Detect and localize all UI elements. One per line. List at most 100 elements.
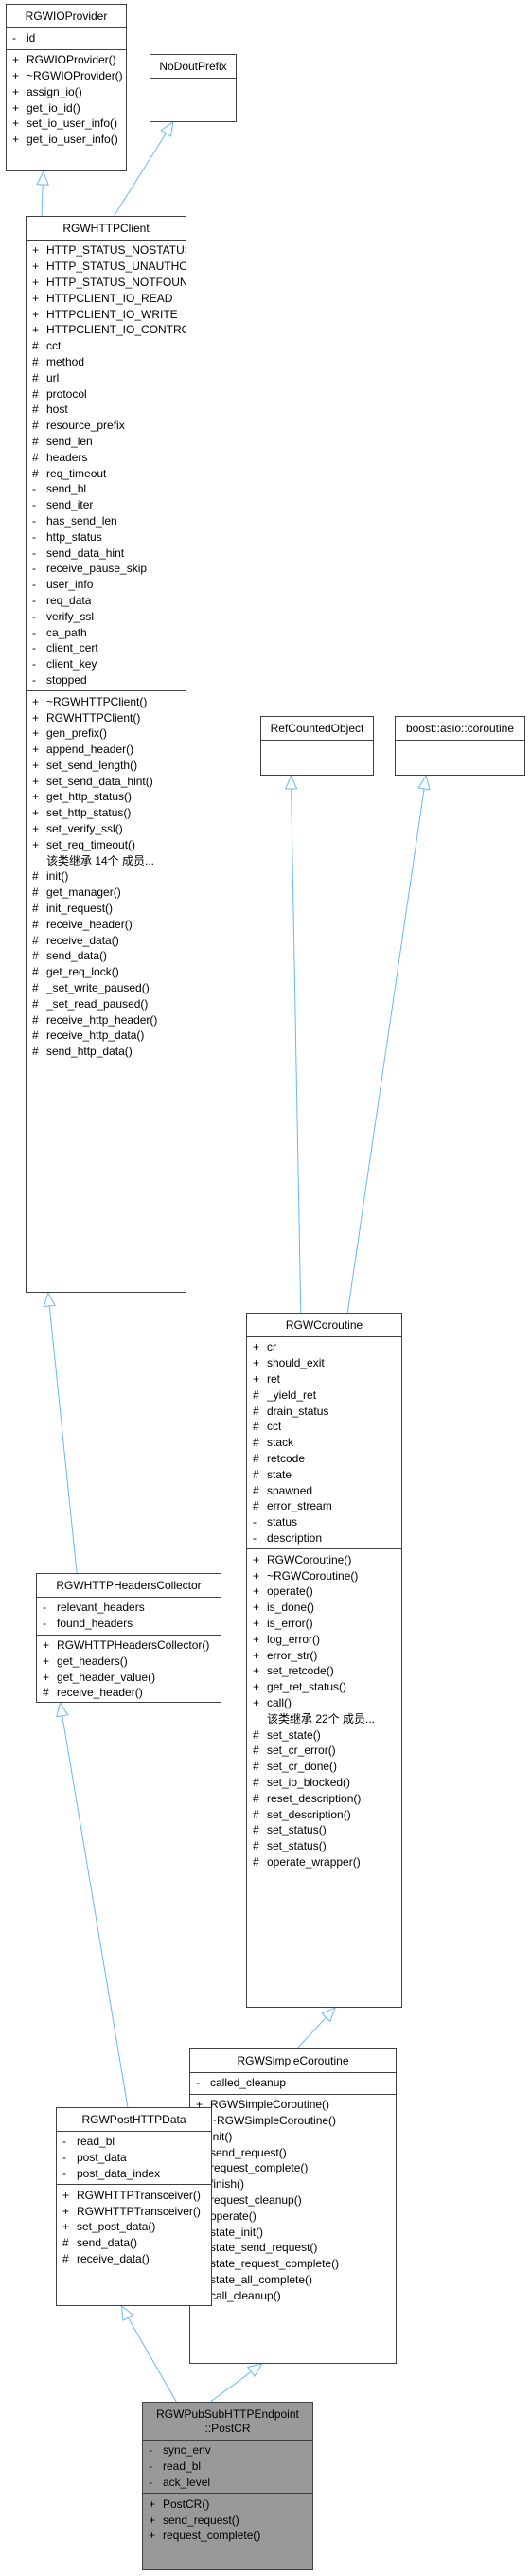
- method-row[interactable]: +set_io_user_info(): [7, 116, 126, 132]
- method-row[interactable]: #set_cr_error(): [247, 1743, 401, 1759]
- method-row[interactable]: +RGWSimpleCoroutine(): [190, 2097, 396, 2113]
- method-row[interactable]: +get_headers(): [37, 1653, 221, 1669]
- method-row[interactable]: -state_send_request(): [190, 2240, 396, 2256]
- attribute-row[interactable]: -status: [247, 1514, 401, 1530]
- attribute-row[interactable]: -client_cert: [27, 640, 186, 656]
- attribute-row[interactable]: +HTTPCLIENT_IO_WRITE: [27, 306, 186, 322]
- method-row[interactable]: #_set_write_paused(): [27, 980, 186, 996]
- method-row[interactable]: +set_post_data(): [57, 2219, 211, 2235]
- method-row[interactable]: #set_cr_done(): [247, 1759, 401, 1775]
- method-row[interactable]: +~RGWIOProvider(): [7, 68, 126, 84]
- attribute-row[interactable]: #resource_prefix: [27, 418, 186, 434]
- attribute-row[interactable]: -http_status: [27, 528, 186, 545]
- attribute-row[interactable]: -read_bl: [57, 2134, 211, 2150]
- method-row[interactable]: -operate(): [190, 2208, 396, 2224]
- method-row[interactable]: +log_error(): [247, 1631, 401, 1647]
- attribute-row[interactable]: +HTTP_STATUS_NOSTATUS: [27, 242, 186, 259]
- method-row[interactable]: +set_send_data_hint(): [27, 773, 186, 789]
- attribute-row[interactable]: #stack: [247, 1435, 401, 1451]
- method-row[interactable]: -state_init(): [190, 2224, 396, 2240]
- method-row[interactable]: #reset_description(): [247, 1790, 401, 1806]
- method-row[interactable]: +get_io_user_info(): [7, 132, 126, 148]
- attribute-row[interactable]: #drain_status: [247, 1403, 401, 1419]
- method-row[interactable]: +init(): [190, 2128, 396, 2144]
- attribute-row[interactable]: #headers: [27, 449, 186, 465]
- method-row[interactable]: #get_manager(): [27, 885, 186, 901]
- method-row[interactable]: -state_all_complete(): [190, 2272, 396, 2288]
- method-row[interactable]: #_set_read_paused(): [27, 995, 186, 1011]
- attribute-row[interactable]: #host: [27, 402, 186, 418]
- method-row[interactable]: +call(): [247, 1695, 401, 1711]
- attribute-row[interactable]: #error_stream: [247, 1498, 401, 1514]
- method-row[interactable]: #receive_http_header(): [27, 1011, 186, 1028]
- method-row[interactable]: #send_data(): [27, 948, 186, 964]
- attribute-row[interactable]: +ret: [247, 1371, 401, 1387]
- method-row[interactable]: #send_http_data(): [27, 1044, 186, 1060]
- class-box-rgwsimplecoroutine[interactable]: RGWSimpleCoroutine-called_cleanup+RGWSim…: [189, 2048, 397, 2364]
- attribute-row[interactable]: +cr: [247, 1339, 401, 1355]
- method-row[interactable]: +RGWHTTPTransceiver(): [57, 2203, 211, 2219]
- method-row[interactable]: +RGWIOProvider(): [7, 52, 126, 68]
- attribute-row[interactable]: -ca_path: [27, 624, 186, 640]
- method-row[interactable]: +is_error(): [247, 1616, 401, 1632]
- method-row[interactable]: +PostCR(): [143, 2496, 312, 2512]
- method-row[interactable]: +get_ret_status(): [247, 1679, 401, 1695]
- class-box-rgwhttpclient[interactable]: RGWHTTPClient+HTTP_STATUS_NOSTATUS+HTTP_…: [26, 216, 186, 1293]
- attribute-row[interactable]: -stopped: [27, 672, 186, 689]
- method-row[interactable]: #receive_data(): [27, 932, 186, 948]
- class-box-rgwhttpheaderscollector[interactable]: RGWHTTPHeadersCollector-relevant_headers…: [36, 1573, 221, 1703]
- method-row[interactable]: #receive_data(): [57, 2251, 211, 2267]
- method-row[interactable]: +RGWHTTPClient(): [27, 709, 186, 725]
- method-row[interactable]: +send_request(): [190, 2144, 396, 2160]
- method-row[interactable]: -call_cleanup(): [190, 2287, 396, 2303]
- attribute-row[interactable]: #spawned: [247, 1482, 401, 1498]
- method-row[interactable]: 该类继承 22个 成员...: [247, 1710, 401, 1726]
- attribute-row[interactable]: +HTTP_STATUS_UNAUTHORIZED: [27, 259, 186, 275]
- method-row[interactable]: +get_header_value(): [37, 1669, 221, 1685]
- method-row[interactable]: +~RGWHTTPClient(): [27, 693, 186, 709]
- method-row[interactable]: #set_state(): [247, 1726, 401, 1743]
- method-row[interactable]: +~RGWSimpleCoroutine(): [190, 2113, 396, 2129]
- method-row[interactable]: #set_description(): [247, 1806, 401, 1822]
- attribute-row[interactable]: -send_iter: [27, 497, 186, 513]
- attribute-row[interactable]: -description: [247, 1530, 401, 1547]
- method-row[interactable]: #operate_wrapper(): [247, 1854, 401, 1870]
- method-row[interactable]: 该类继承 14个 成员...: [27, 852, 186, 868]
- attribute-row[interactable]: +HTTP_STATUS_NOTFOUND: [27, 275, 186, 291]
- class-box-postcr[interactable]: RGWPubSubHTTPEndpoint::PostCR-sync_env-r…: [142, 2402, 313, 2570]
- attribute-row[interactable]: #cct: [247, 1419, 401, 1435]
- attribute-row[interactable]: #state: [247, 1466, 401, 1482]
- method-row[interactable]: +request_complete(): [143, 2528, 312, 2544]
- method-row[interactable]: #send_data(): [57, 2235, 211, 2251]
- method-row[interactable]: +append_header(): [27, 742, 186, 758]
- attribute-row[interactable]: #protocol: [27, 385, 186, 402]
- attribute-row[interactable]: #_yield_ret: [247, 1386, 401, 1403]
- attribute-row[interactable]: -post_data: [57, 2150, 211, 2166]
- method-row[interactable]: +get_io_id(): [7, 99, 126, 116]
- attribute-row[interactable]: -receive_pause_skip: [27, 561, 186, 577]
- attribute-row[interactable]: -relevant_headers: [37, 1600, 221, 1616]
- method-row[interactable]: +is_done(): [247, 1600, 401, 1616]
- class-box-rgwposthttpdata[interactable]: RGWPostHTTPData-read_bl-post_data-post_d…: [56, 2107, 212, 2306]
- method-row[interactable]: #set_status(): [247, 1838, 401, 1854]
- method-row[interactable]: #init_request(): [27, 901, 186, 917]
- method-row[interactable]: #get_req_lock(): [27, 964, 186, 980]
- method-row[interactable]: +finish(): [190, 2176, 396, 2192]
- attribute-row[interactable]: #url: [27, 369, 186, 385]
- method-row[interactable]: +~RGWCoroutine(): [247, 1567, 401, 1583]
- attribute-row[interactable]: -sync_env: [143, 2442, 312, 2459]
- method-row[interactable]: +gen_prefix(): [27, 725, 186, 742]
- method-row[interactable]: +set_req_timeout(): [27, 836, 186, 852]
- attribute-row[interactable]: -client_key: [27, 656, 186, 672]
- attribute-row[interactable]: -has_send_len: [27, 513, 186, 529]
- method-row[interactable]: +set_retcode(): [247, 1663, 401, 1679]
- attribute-row[interactable]: -send_data_hint: [27, 545, 186, 561]
- attribute-row[interactable]: +should_exit: [247, 1355, 401, 1371]
- class-box-nodoutprefix[interactable]: NoDoutPrefix: [150, 54, 237, 122]
- method-row[interactable]: +request_cleanup(): [190, 2192, 396, 2209]
- method-row[interactable]: +RGWHTTPHeadersCollector(): [37, 1637, 221, 1654]
- class-box-rgwcoroutine[interactable]: RGWCoroutine+cr+should_exit+ret#_yield_r…: [246, 1313, 402, 2008]
- method-row[interactable]: +set_verify_ssl(): [27, 821, 186, 837]
- attribute-row[interactable]: #cct: [27, 338, 186, 354]
- method-row[interactable]: +set_http_status(): [27, 805, 186, 821]
